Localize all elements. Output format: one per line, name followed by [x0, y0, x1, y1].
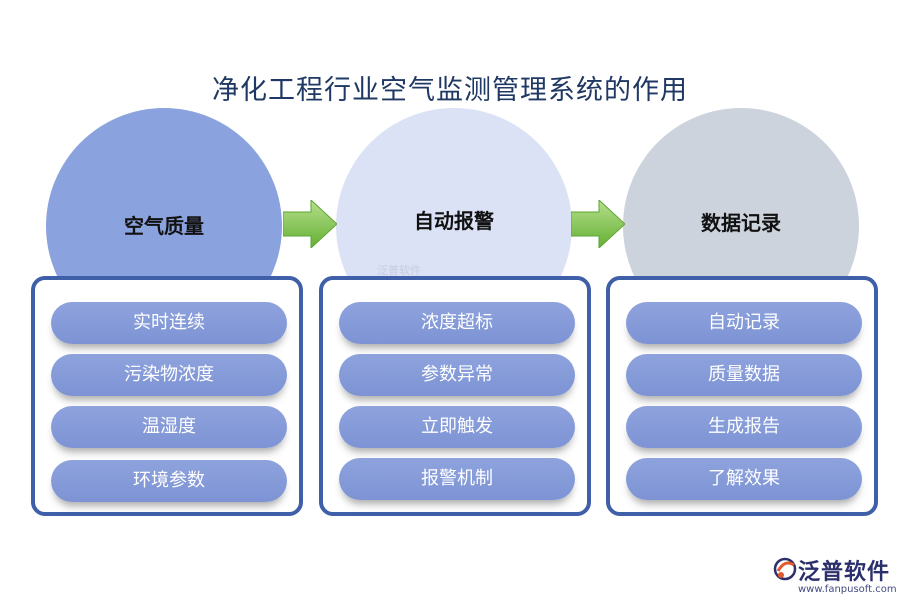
panel-auto-alarm: 浓度超标 参数异常 立即触发 报警机制: [319, 276, 591, 516]
arrow-right-icon: [571, 200, 625, 248]
brand-logo: 泛普软件 www.fanpusoft.com: [772, 554, 897, 598]
logo-name: 泛普软件: [798, 560, 891, 585]
panel-data-record: 自动记录 质量数据 生成报告 了解效果: [606, 276, 878, 516]
heading-data-record: 数据记录: [701, 211, 781, 235]
list-item: 环境参数: [51, 460, 287, 502]
list-item: 参数异常: [339, 354, 575, 396]
logo-mark-icon: [773, 557, 797, 581]
watermark: 泛普软件: [377, 264, 421, 277]
logo-url: www.fanpusoft.com: [798, 584, 897, 595]
panel-air-quality: 实时连续 污染物浓度 温湿度 环境参数: [31, 276, 303, 516]
list-item: 浓度超标: [339, 302, 575, 344]
arrow-right-icon: [283, 200, 337, 248]
list-item: 污染物浓度: [51, 354, 287, 396]
list-item: 实时连续: [51, 302, 287, 344]
list-item: 了解效果: [626, 458, 862, 500]
heading-air-quality: 空气质量: [124, 214, 204, 238]
list-item: 立即触发: [339, 406, 575, 448]
list-item: 温湿度: [51, 406, 287, 448]
list-item: 质量数据: [626, 354, 862, 396]
heading-auto-alarm: 自动报警: [414, 209, 494, 233]
list-item: 自动记录: [626, 302, 862, 344]
list-item: 生成报告: [626, 406, 862, 448]
list-item: 报警机制: [339, 458, 575, 500]
page-title: 净化工程行业空气监测管理系统的作用: [212, 75, 688, 106]
